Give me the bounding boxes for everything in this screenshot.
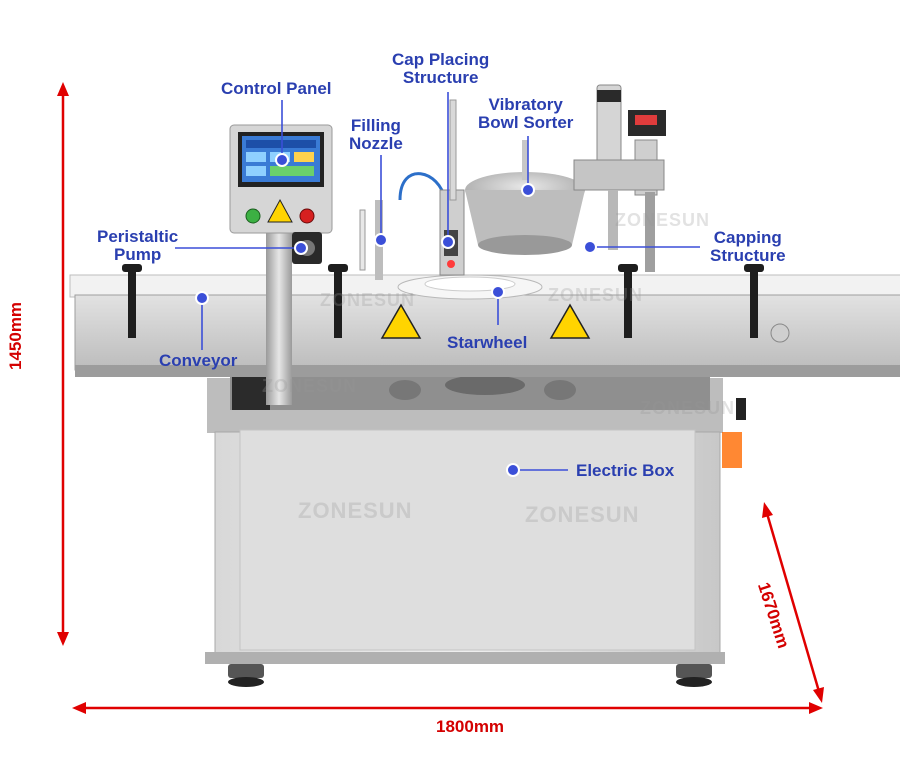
dimension-lines [57,82,824,714]
watermark: ZONESUN [262,376,358,396]
callout-markers [195,153,597,477]
label-capping-structure: Capping Structure [710,228,786,265]
watermark: ZONESUN [640,398,736,418]
label-control-panel: Control Panel [221,79,332,98]
starwheel-disk [397,274,543,300]
label-filling-nozzle: Filling Nozzle [349,116,403,153]
label-cap-placing-structure: Cap Placing Structure [392,50,490,87]
watermark: ZONESUN [548,285,644,305]
control-panel-assembly [229,124,333,405]
watermark: ZONESUN [298,498,413,523]
watermark: ZONESUN [615,210,711,230]
dimension-width: 1800mm [436,717,505,736]
dimension-height: 1450mm [6,301,25,370]
vibratory-bowl [465,140,585,255]
label-starwheel: Starwheel [447,333,528,352]
capping-assembly [573,84,666,272]
cap-placing-assembly [439,99,465,276]
watermark: ZONESUN [525,502,640,527]
filling-nozzle-assembly [359,172,447,280]
callout-leaders [175,92,700,471]
label-vibratory-bowl-sorter: Vibratory Bowl Sorter [478,95,574,132]
label-peristaltic-pump: Peristaltic Pump [97,227,179,264]
electric-box [205,378,746,687]
label-conveyor: Conveyor [159,351,238,370]
label-electric-box: Electric Box [576,461,675,480]
watermark: ZONESUN [320,290,416,310]
